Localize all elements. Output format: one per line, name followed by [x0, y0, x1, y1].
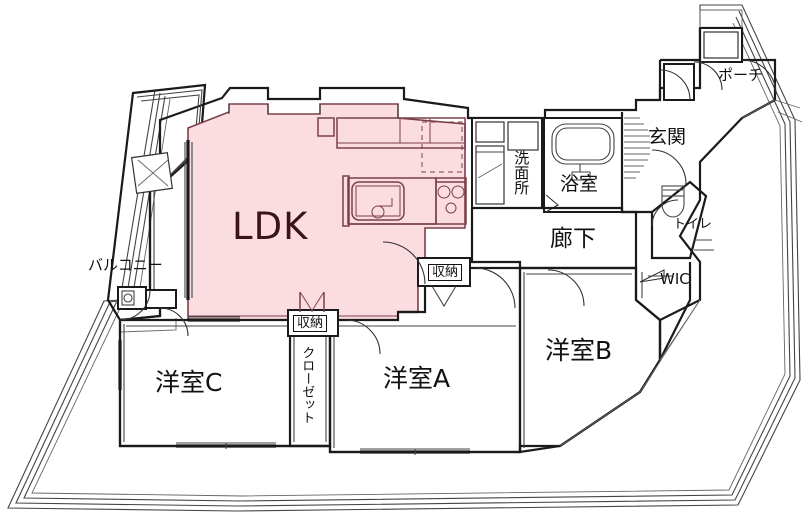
- ldk-openings: [184, 104, 399, 300]
- room-label-toilet: トイレ: [673, 217, 713, 232]
- room-label-senmenjo: 洗面所: [512, 150, 531, 195]
- storage-label-room: 収納: [293, 315, 328, 332]
- room-label-wic: WIC: [660, 270, 690, 288]
- kitchen-fixtures: [317, 117, 467, 227]
- room-label-genkan: 玄関: [648, 126, 687, 148]
- room-label-balcony: バルコニー: [88, 256, 163, 274]
- room-label-washitsu-c: 洋室C: [155, 368, 223, 397]
- exterior-details: [559, 9, 803, 447]
- entrance-porch-block: [634, 27, 777, 361]
- bathtub-icon: [551, 123, 615, 181]
- storage-label-ldk: 収納: [428, 264, 463, 281]
- room-label-porch: ポーチ: [718, 66, 764, 84]
- toilet-bowl-icon: [661, 185, 685, 218]
- room-label-closet: クローゼット: [299, 346, 315, 424]
- room-label-rouka: 廊下: [550, 226, 596, 252]
- room-label-washitsu-b: 洋室B: [545, 336, 613, 365]
- room-label-washitsu-a: 洋室A: [383, 364, 451, 393]
- room-label-yokushitsu: 浴室: [560, 173, 599, 195]
- room-label-ldk: LDK: [232, 205, 309, 248]
- ac-outdoor-unit-icon: [117, 286, 147, 310]
- entrance-hatch: [624, 117, 650, 179]
